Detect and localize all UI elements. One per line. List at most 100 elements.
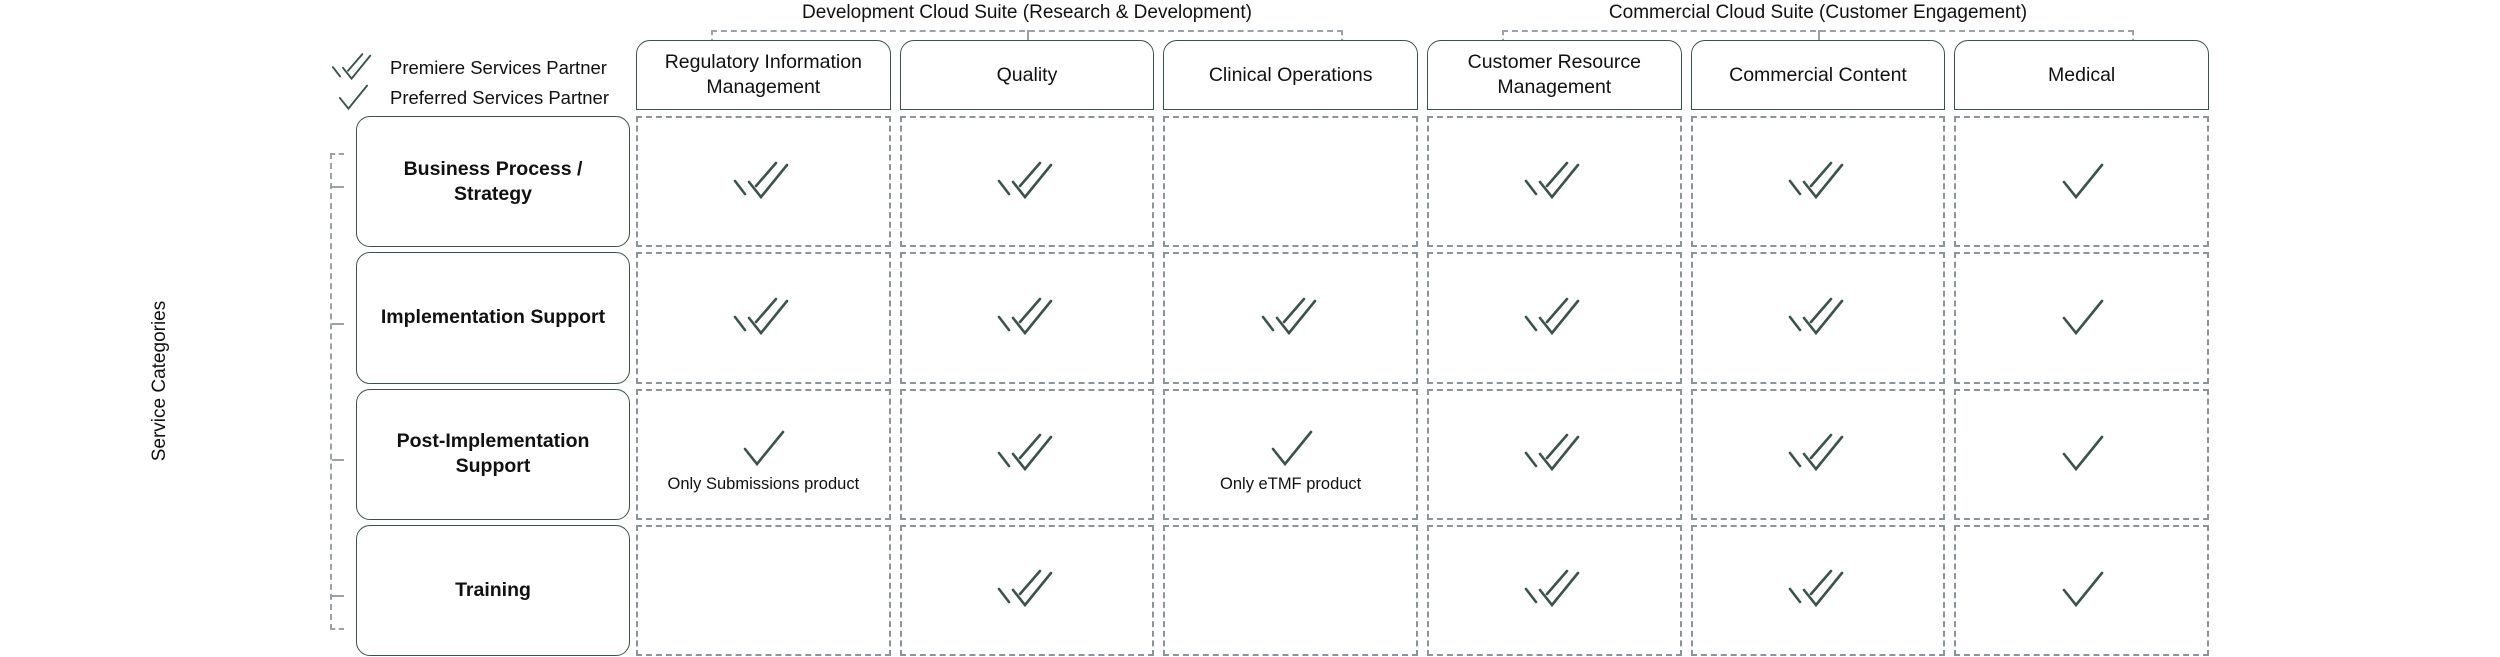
row-axis-title: Service Categories: [149, 300, 170, 462]
column-group-label-1: Development Cloud Suite (Research & Deve…: [802, 2, 1252, 23]
matrix-cell-r4-c5[interactable]: [1690, 524, 1946, 656]
matrix-cell-r4-c4[interactable]: [1427, 524, 1682, 656]
matrix-cell-mark: [995, 154, 1059, 210]
single-check-icon: [330, 82, 376, 114]
matrix-cell-mark: [2056, 562, 2108, 618]
matrix-cell-mark: [1522, 426, 1586, 482]
matrix-cell-r4-c1[interactable]: [636, 524, 891, 656]
matrix-cell-mark: [731, 154, 795, 210]
row-header-label: Post-Implementation Support: [396, 430, 590, 478]
double-check-icon: [734, 297, 789, 335]
row-header-3[interactable]: Post-Implementation Support: [356, 388, 630, 520]
column-header-label: Regulatory Information Management: [664, 51, 862, 98]
column-group-bracket-2: [1502, 30, 2134, 44]
matrix-cell-r1-c3[interactable]: [1163, 116, 1418, 248]
matrix-cell-r1-c1[interactable]: [636, 116, 891, 248]
matrix-cell-mark: [995, 290, 1059, 346]
matrix-cell-mark: [995, 426, 1059, 482]
double-check-icon: [997, 433, 1053, 472]
double-check-icon: [997, 161, 1053, 199]
double-check-icon: [1525, 161, 1580, 199]
row-header-label: Training: [455, 578, 531, 601]
matrix-cell-r3-c3[interactable]: Only eTMF product: [1163, 388, 1418, 520]
column-group-label-2: Commercial Cloud Suite (Customer Engagem…: [1608, 2, 2028, 23]
double-check-icon: [734, 161, 789, 199]
matrix-cell-r3-c4[interactable]: [1427, 388, 1682, 520]
matrix-cell-mark: [1259, 290, 1323, 346]
matrix-cell-mark: [1522, 562, 1586, 618]
legend-label-premiere: Premiere Services Partner: [390, 56, 607, 78]
column-header-label: Customer Resource Management: [1467, 51, 1642, 98]
matrix-cell-r3-c6[interactable]: [1954, 388, 2209, 520]
legend-label-preferred: Preferred Services Partner: [390, 86, 610, 108]
matrix-cell-mark: [1786, 562, 1850, 618]
matrix-cell-r2-c6[interactable]: [1954, 252, 2209, 384]
row-group-bracket: [330, 152, 344, 630]
row-header-4[interactable]: Training: [356, 524, 630, 656]
column-header-label: Quality: [996, 63, 1058, 86]
matrix-cell-r3-c1[interactable]: Only Submissions product: [636, 388, 891, 520]
single-check-icon: [2062, 163, 2103, 199]
double-check-icon: [331, 53, 372, 81]
column-group-bracket-tick: [1027, 30, 1029, 41]
column-header-2[interactable]: Quality: [899, 40, 1155, 110]
matrix-cell-mark: [1786, 290, 1850, 346]
column-header-6[interactable]: Medical: [1954, 40, 2209, 110]
matrix-cell-r1-c6[interactable]: [1954, 116, 2209, 248]
matrix-cell-r4-c2[interactable]: [899, 524, 1155, 656]
matrix-cell-r1-c2[interactable]: [899, 116, 1155, 248]
row-group-bracket-tick: [332, 322, 344, 325]
row-header-2[interactable]: Implementation Support: [356, 252, 630, 384]
matrix-cell-r4-c6[interactable]: [1954, 524, 2209, 656]
row-header-label: Implementation Support: [380, 306, 606, 329]
matrix-cell-r2-c2[interactable]: [899, 252, 1155, 384]
column-group-bracket-1: [711, 30, 1343, 44]
single-check-icon: [744, 430, 785, 467]
matrix-cell-mark: [995, 562, 1059, 618]
double-check-icon: [1525, 433, 1580, 472]
matrix-cell-r2-c4[interactable]: [1427, 252, 1682, 384]
double-check-icon: [1788, 570, 1844, 608]
matrix-cell-r2-c5[interactable]: [1690, 252, 1946, 384]
matrix-cell-r1-c4[interactable]: [1427, 116, 1682, 248]
column-header-label: Clinical Operations: [1208, 63, 1373, 86]
legend-item-premiere: Premiere Services Partner: [330, 52, 607, 84]
matrix-cell-mark: [1786, 426, 1850, 482]
double-check-icon: [997, 570, 1053, 608]
legend-item-preferred: Preferred Services Partner: [330, 82, 609, 114]
row-header-label: Business Process / Strategy: [403, 157, 583, 205]
column-header-3[interactable]: Clinical Operations: [1163, 40, 1418, 110]
matrix-cell-mark: [1265, 421, 1317, 477]
column-header-5[interactable]: Commercial Content: [1690, 40, 1946, 110]
matrix-cell-r3-c2[interactable]: [899, 388, 1155, 520]
matrix-cell-r4-c3[interactable]: [1163, 524, 1418, 656]
row-group-bracket-tick: [332, 186, 344, 189]
matrix-cell-r3-c5[interactable]: [1690, 388, 1946, 520]
row-header-1[interactable]: Business Process / Strategy: [356, 116, 630, 248]
matrix-cell-mark: [1786, 154, 1850, 210]
double-check-icon: [1261, 297, 1316, 335]
double-check-icon: [1788, 161, 1844, 199]
matrix-cell-mark: [2056, 154, 2108, 210]
column-header-1[interactable]: Regulatory Information Management: [636, 40, 891, 110]
matrix-cell-mark: [2056, 290, 2108, 346]
row-group-bracket-tick: [332, 458, 344, 461]
matrix-cell-mark: [737, 421, 789, 477]
column-header-4[interactable]: Customer Resource Management: [1427, 40, 1682, 110]
matrix-cell-mark: [731, 290, 795, 346]
single-check-icon: [339, 84, 369, 111]
matrix-cell-note: Only eTMF product: [1220, 475, 1362, 494]
matrix-cell-r2-c1[interactable]: [636, 252, 891, 384]
matrix-cell-r2-c3[interactable]: [1163, 252, 1418, 384]
double-check-icon: [997, 297, 1053, 335]
matrix-cell-r1-c5[interactable]: [1690, 116, 1946, 248]
single-check-icon: [2062, 299, 2103, 335]
double-check-icon: [330, 52, 376, 84]
column-header-label: Medical: [2048, 63, 2116, 86]
double-check-icon: [1788, 433, 1844, 472]
matrix-cell-mark: [2056, 426, 2108, 482]
double-check-icon: [1525, 297, 1580, 335]
matrix-cell-mark: [1522, 290, 1586, 346]
column-group-bracket-tick: [1818, 30, 1820, 41]
single-check-icon: [1271, 430, 1312, 467]
